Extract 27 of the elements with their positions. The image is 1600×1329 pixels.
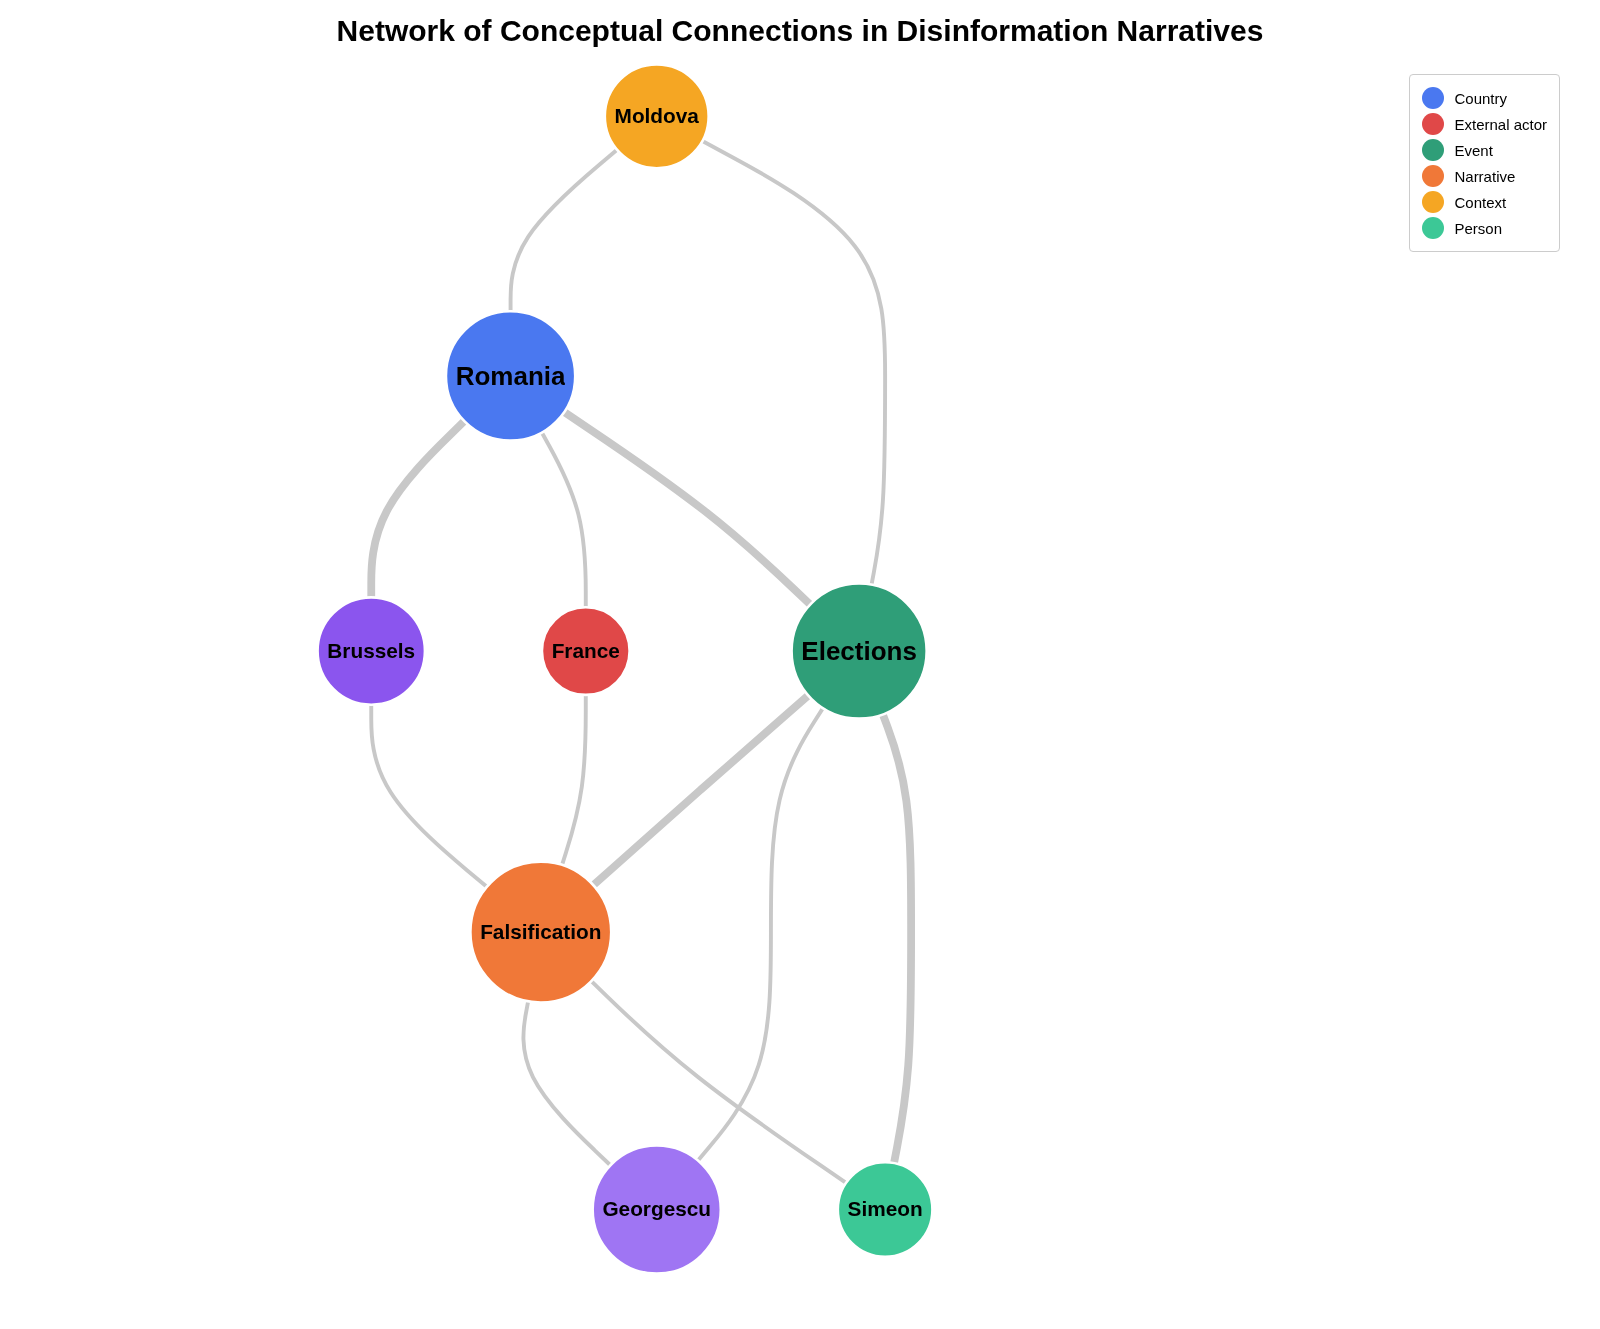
chart-title: Network of Conceptual Connections in Disinformation Narratives: [335, 14, 1265, 48]
connector: [701, 139, 888, 586]
node-circle: France: [540, 605, 631, 697]
node-circle: Moldova: [603, 63, 710, 170]
legend-label: Person: [1454, 219, 1502, 237]
connector: [367, 418, 468, 598]
connector: [879, 712, 915, 1164]
connector: [562, 408, 813, 608]
legend-label: Country: [1454, 89, 1507, 107]
connector: [696, 707, 825, 1162]
connector: [521, 1000, 612, 1167]
connector: [590, 979, 848, 1185]
connector: [590, 692, 811, 889]
legend-label: Context: [1454, 193, 1507, 211]
connector: [540, 431, 588, 608]
connector: [508, 148, 619, 312]
legend-label: External actor: [1454, 115, 1547, 133]
node-circle: Georgescu: [591, 1144, 723, 1275]
node-circle: Falsification: [469, 860, 613, 1004]
node-circle: Simeon: [836, 1160, 934, 1259]
node-circle: Elections: [790, 582, 928, 720]
legend-label: Narrative: [1454, 167, 1516, 185]
node-circle: Romania: [444, 309, 577, 442]
connector: [369, 704, 489, 889]
legend-label: Event: [1454, 141, 1493, 159]
node-circle: Brussels: [316, 596, 427, 707]
connector: [560, 694, 588, 866]
